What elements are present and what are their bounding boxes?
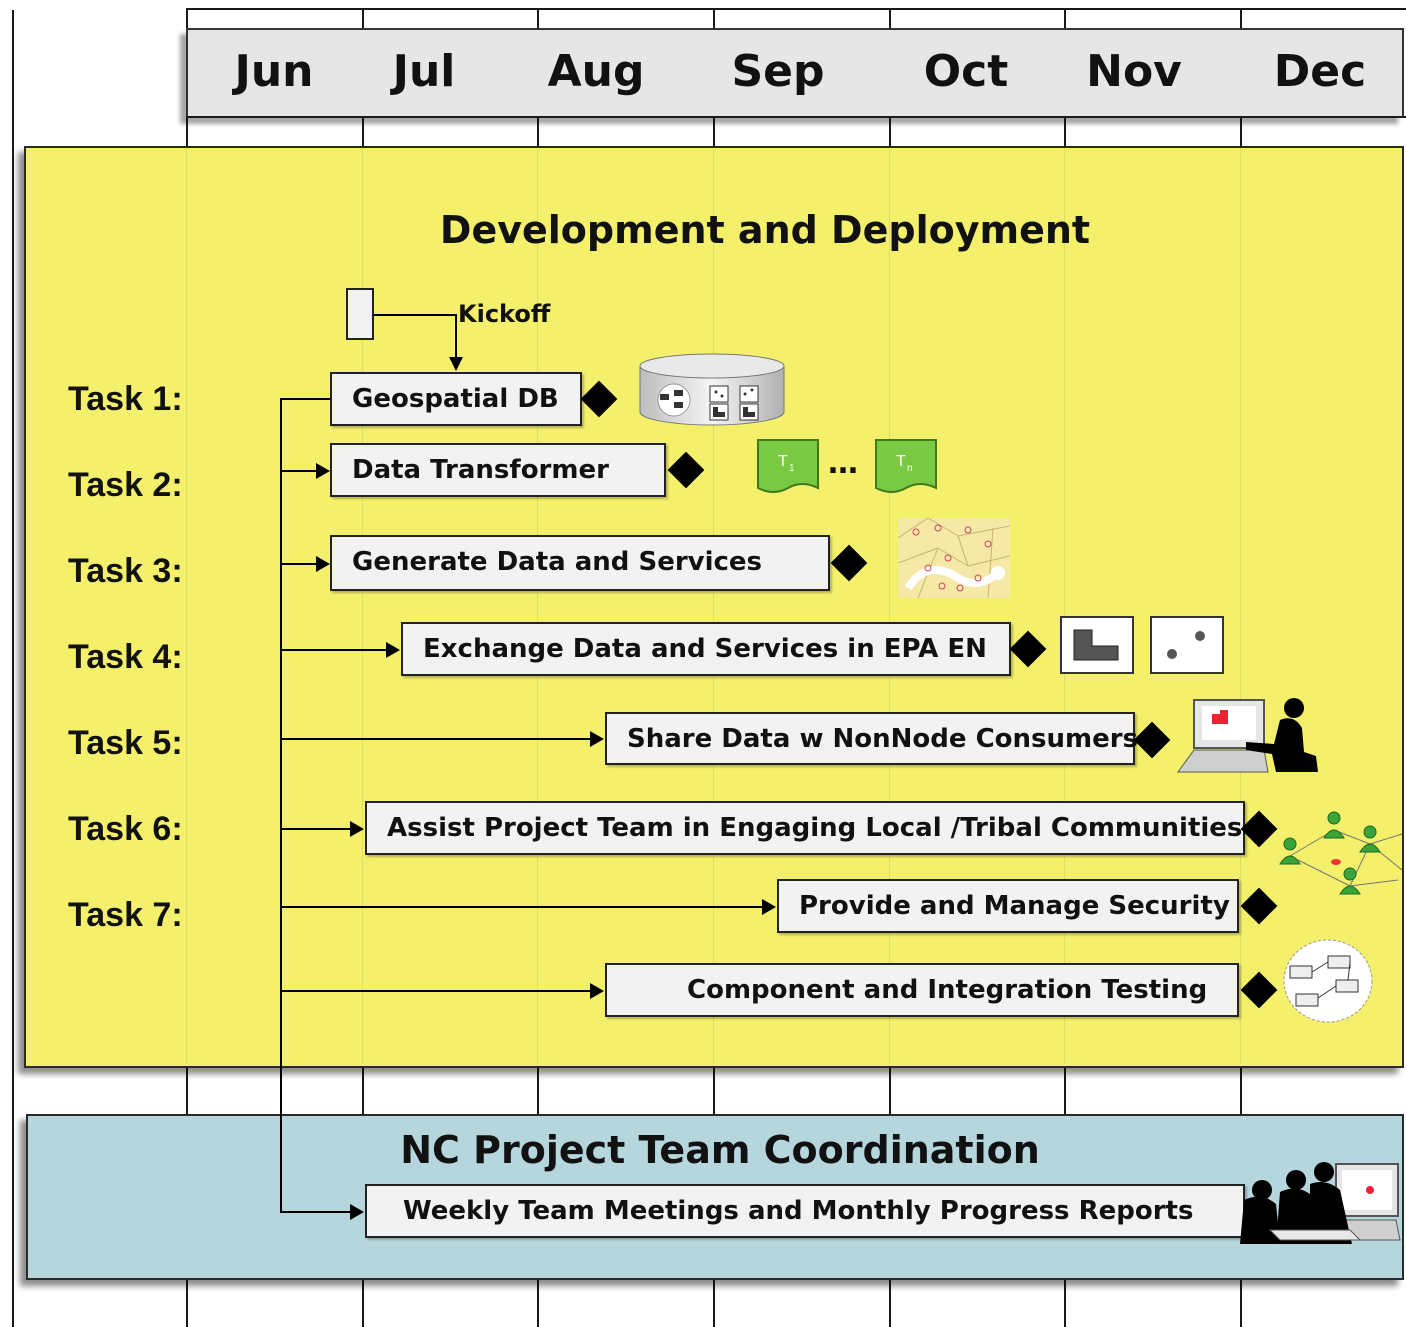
transformer-last-label: T xyxy=(896,453,906,470)
task-bar-testing: Component and Integration Testing xyxy=(605,963,1239,1017)
month-jun: Jun xyxy=(234,46,314,97)
polygon-feature-icon xyxy=(1060,616,1134,674)
dependency-arrow xyxy=(316,556,330,572)
task-bar-data-transformer: Data Transformer xyxy=(330,443,666,497)
grid-line-faint xyxy=(1064,148,1065,1064)
dependency-connector xyxy=(280,470,318,472)
month-nov: Nov xyxy=(1086,46,1182,97)
header-bottom-line xyxy=(186,116,1406,118)
community-network-icon xyxy=(1279,811,1403,895)
month-sep: Sep xyxy=(731,46,825,97)
task-bar-geospatial-db: Geospatial DB xyxy=(330,372,582,426)
task-bar-share-data: Share Data w NonNode Consumers xyxy=(605,712,1138,765)
month-header xyxy=(186,28,1404,118)
month-dec: Dec xyxy=(1273,46,1367,97)
task-label: Task 2: xyxy=(68,466,183,504)
dependency-arrow xyxy=(762,899,776,915)
month-aug: Aug xyxy=(547,46,645,97)
task-bar-assist-communities: Assist Project Team in Engaging Local /T… xyxy=(365,801,1245,855)
dependency-connector xyxy=(280,906,764,908)
kickoff-arrow xyxy=(449,357,463,371)
dependency-arrow xyxy=(590,983,604,999)
transformer-first-sub: 1 xyxy=(789,463,795,474)
dependency-connector xyxy=(280,990,592,992)
dependency-connector xyxy=(280,828,352,830)
dependency-arrow xyxy=(386,642,400,658)
task-label: Task 5: xyxy=(68,724,183,762)
task-bar-exchange-data: Exchange Data and Services in EPA EN xyxy=(401,622,1011,676)
dependency-trunk xyxy=(280,398,282,1212)
transformer-doc-icon: T 1 xyxy=(757,439,819,493)
kickoff-connector xyxy=(374,314,456,316)
integration-diagram-icon xyxy=(1283,939,1373,1023)
grid-line-faint xyxy=(537,148,538,1064)
grid-line-faint xyxy=(713,148,714,1064)
grid-line-faint xyxy=(186,148,187,1064)
coordination-panel-title: NC Project Team Coordination xyxy=(400,1128,1040,1172)
dependency-connector xyxy=(280,738,592,740)
dependency-trunk xyxy=(280,1114,282,1212)
month-oct: Oct xyxy=(923,46,1009,97)
month-jul: Jul xyxy=(392,46,456,97)
task-bar-generate-data: Generate Data and Services xyxy=(330,535,830,591)
task-label: Task 7: xyxy=(68,896,183,934)
development-panel-title: Development and Deployment xyxy=(439,208,1091,252)
kickoff-marker xyxy=(346,288,374,340)
task-label: Task 1: xyxy=(68,380,183,418)
transformer-doc-icon: T n xyxy=(875,439,937,493)
dependency-connector xyxy=(280,398,330,400)
computer-user-icon xyxy=(1177,698,1318,773)
task-bar-weekly-meetings: Weekly Team Meetings and Monthly Progres… xyxy=(365,1184,1245,1238)
grid-line-faint xyxy=(362,148,363,1064)
grid-line-faint xyxy=(1240,148,1241,1064)
task-bar-security: Provide and Manage Security xyxy=(777,879,1239,933)
dependency-arrow xyxy=(316,463,330,479)
team-meeting-icon xyxy=(1240,1162,1401,1244)
dependency-connector xyxy=(280,649,388,651)
dependency-arrow xyxy=(350,1204,364,1220)
dependency-arrow xyxy=(350,821,364,837)
parcel-map-icon xyxy=(898,518,1010,598)
dependency-connector xyxy=(280,563,318,565)
task-label: Task 3: xyxy=(68,552,183,590)
dependency-arrow xyxy=(590,731,604,747)
kickoff-label: Kickoff xyxy=(458,300,551,328)
grid-line-faint xyxy=(889,148,890,1064)
transformer-ellipsis: … xyxy=(828,446,858,481)
database-cylinder-icon xyxy=(639,353,785,426)
task-label: Task 6: xyxy=(68,810,183,848)
left-border xyxy=(12,10,14,1327)
point-feature-icon xyxy=(1150,616,1224,674)
transformer-last-sub: n xyxy=(907,463,913,474)
task-label: Task 4: xyxy=(68,638,183,676)
header-top-line xyxy=(186,8,1406,10)
kickoff-connector xyxy=(455,314,457,358)
dependency-connector xyxy=(280,1211,352,1213)
transformer-first-label: T xyxy=(778,453,788,470)
